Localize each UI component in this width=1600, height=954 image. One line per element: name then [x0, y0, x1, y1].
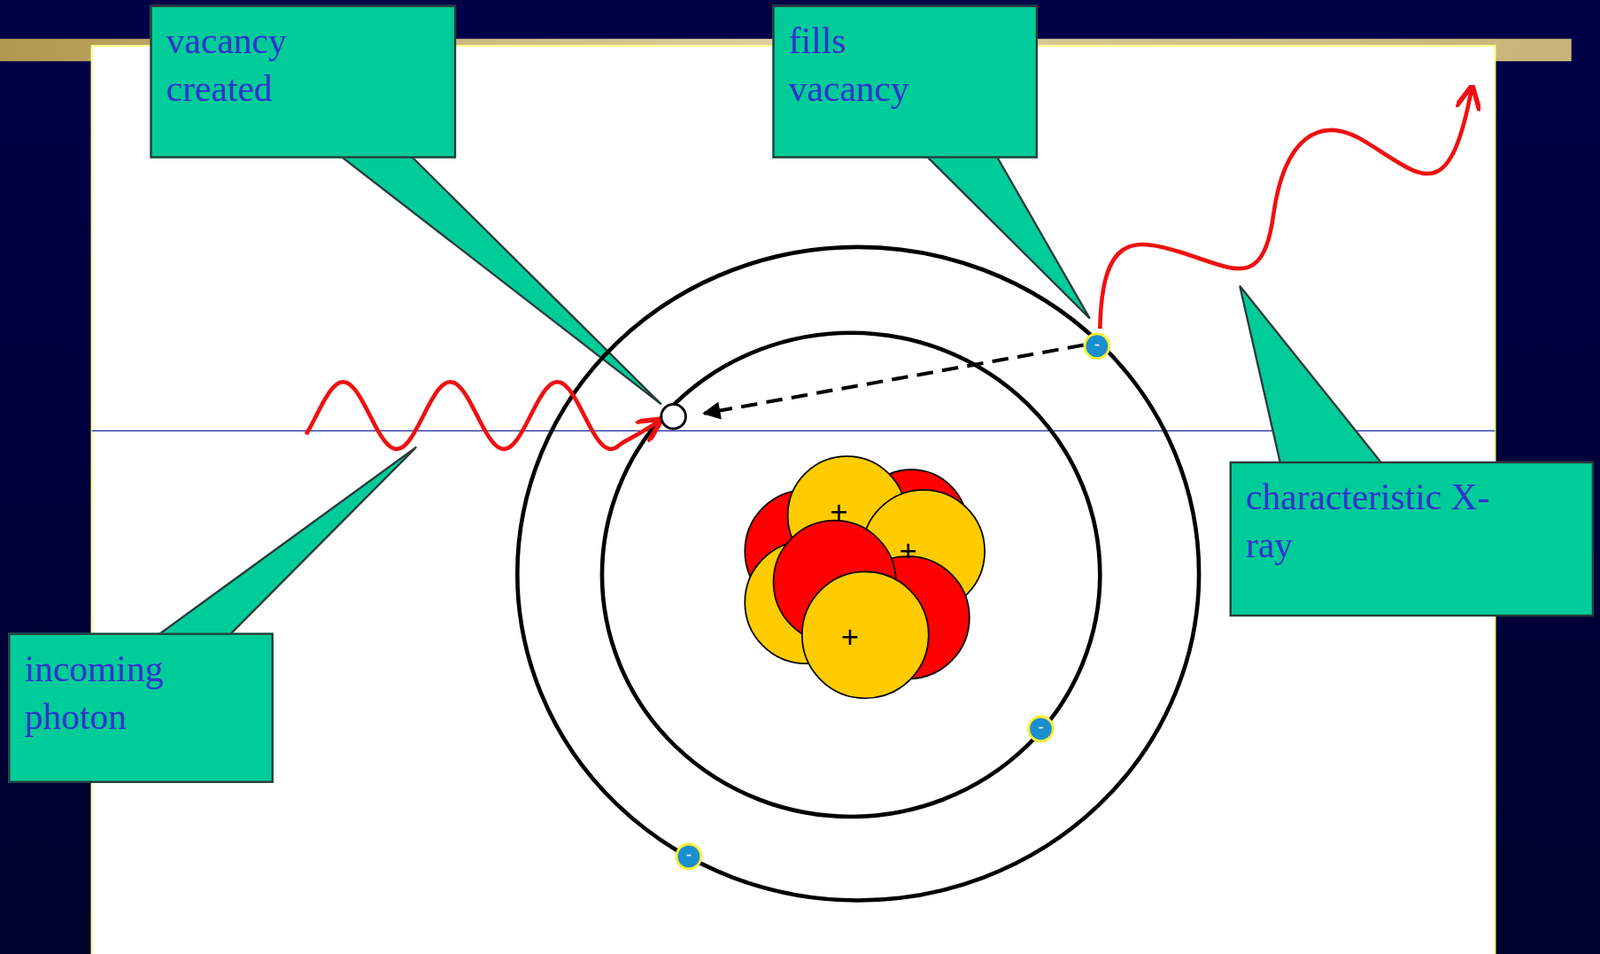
- inner-shell: [602, 332, 1100, 817]
- callout-pointer: [336, 153, 661, 404]
- vacancy: [661, 403, 687, 429]
- proton-sign: +: [829, 496, 848, 528]
- proton-sign: +: [899, 535, 918, 567]
- nucleus: [744, 456, 985, 698]
- photon-wave: [306, 381, 659, 449]
- xray-wave: [1099, 89, 1471, 329]
- callout-text: fills vacancy: [788, 17, 963, 114]
- callout-pointer: [1239, 285, 1383, 465]
- callout-box: fills vacancy: [772, 5, 1038, 159]
- callout-box: characteristic X-ray: [1229, 461, 1594, 617]
- callout-box: incoming photon: [7, 633, 274, 783]
- callout-text: characteristic X-ray: [1245, 473, 1522, 570]
- electron: [1084, 333, 1110, 359]
- outer-shell: [517, 247, 1199, 901]
- proton: [802, 571, 929, 698]
- callout-box: vacancy created: [149, 5, 457, 159]
- callout-text: incoming photon: [24, 644, 209, 741]
- electron: [1028, 716, 1054, 742]
- electron-sign: -: [686, 847, 692, 864]
- transition-arrow: [703, 345, 1084, 414]
- callout-pointer: [923, 153, 1090, 319]
- proton-sign: +: [841, 621, 859, 653]
- electron-sign: -: [1037, 718, 1044, 735]
- electron-sign: -: [1094, 336, 1100, 353]
- electron: [676, 843, 702, 869]
- callout-pointer: [158, 447, 418, 635]
- callout-text: vacancy created: [166, 17, 371, 114]
